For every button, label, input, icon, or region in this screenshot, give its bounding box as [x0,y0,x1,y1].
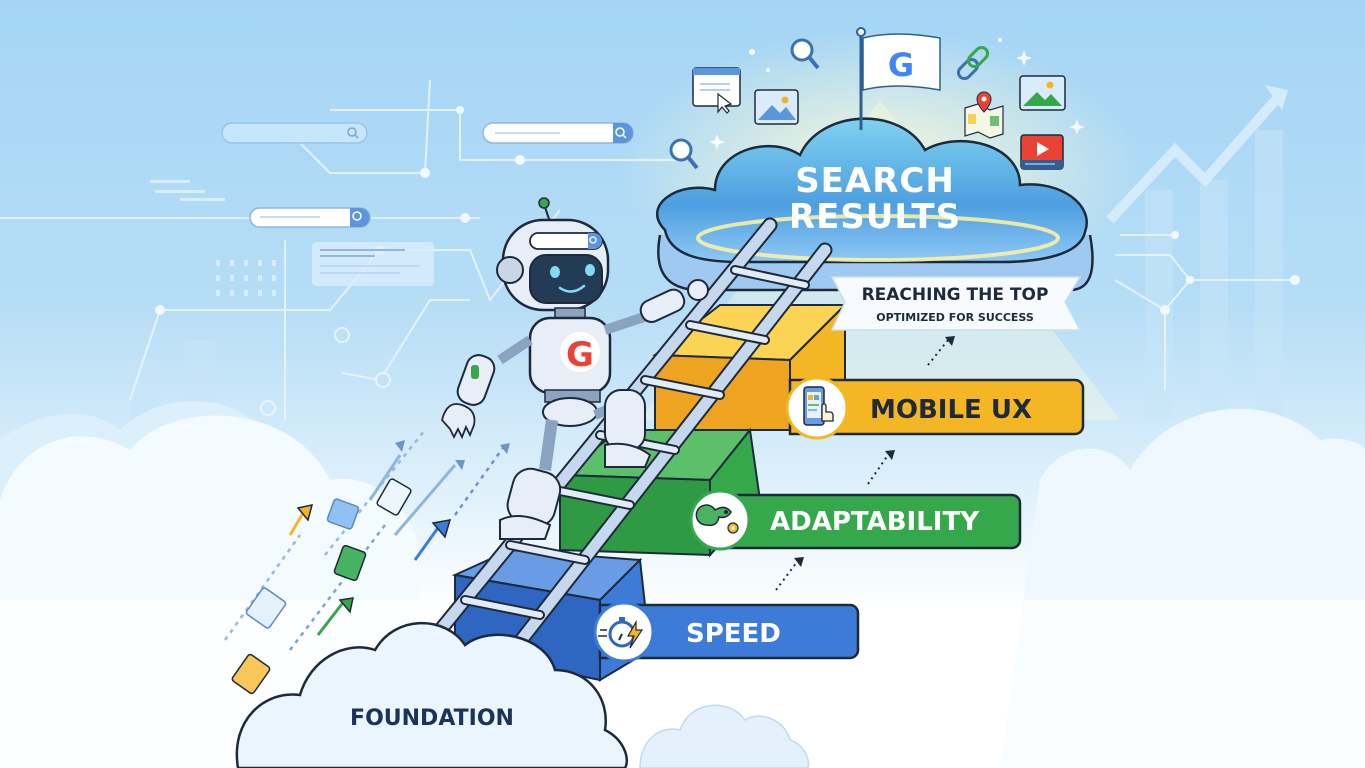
mobile-tap-icon [803,386,834,426]
document-icon-yellow [231,653,271,695]
visor-search-bar [529,232,603,250]
browser-window-icon [692,67,741,114]
result-snippet-card [312,242,434,286]
step-label-text: MOBILE UX [870,395,1032,425]
search-icon [790,38,820,70]
flag-logo-g: G [888,46,914,84]
banner-sub-text: OPTIMIZED FOR SUCCESS [876,311,1034,324]
video-play-icon [1020,134,1064,170]
image-icon [754,89,799,125]
robot: G [441,197,709,540]
cloud-title-line2: RESULTS [789,197,961,237]
reaching-the-top-banner: REACHING THE TOP OPTIMIZED FOR SUCCESS [830,276,1082,331]
document-icon-white [376,478,412,516]
image-file-icon [326,498,360,530]
stopwatch-lightning-icon [598,617,644,649]
step-label-text: SPEED [686,619,781,649]
google-flag: G [856,27,941,130]
search-bar-1 [221,122,368,144]
cloud-title-line1: SEARCH [795,161,955,201]
search-bar-3 [249,207,371,228]
map-pin-icon [964,91,1004,139]
step-label-mobile-ux [785,376,1085,440]
chest-logo-g: G [566,335,594,375]
ladder [412,217,833,678]
image-icon [1019,75,1066,111]
chameleon-gear-icon [695,504,739,534]
step-label-speed [593,601,860,663]
link-icon [956,45,990,81]
banner-main-text: REACHING THE TOP [862,285,1049,305]
document-icon-stack [245,587,287,629]
search-icon [669,138,699,170]
step-label-adaptability [689,489,1022,551]
foundation-label: FOUNDATION [350,706,514,731]
step-label-text: ADAPTABILITY [770,507,980,537]
document-icon-green [333,544,367,582]
